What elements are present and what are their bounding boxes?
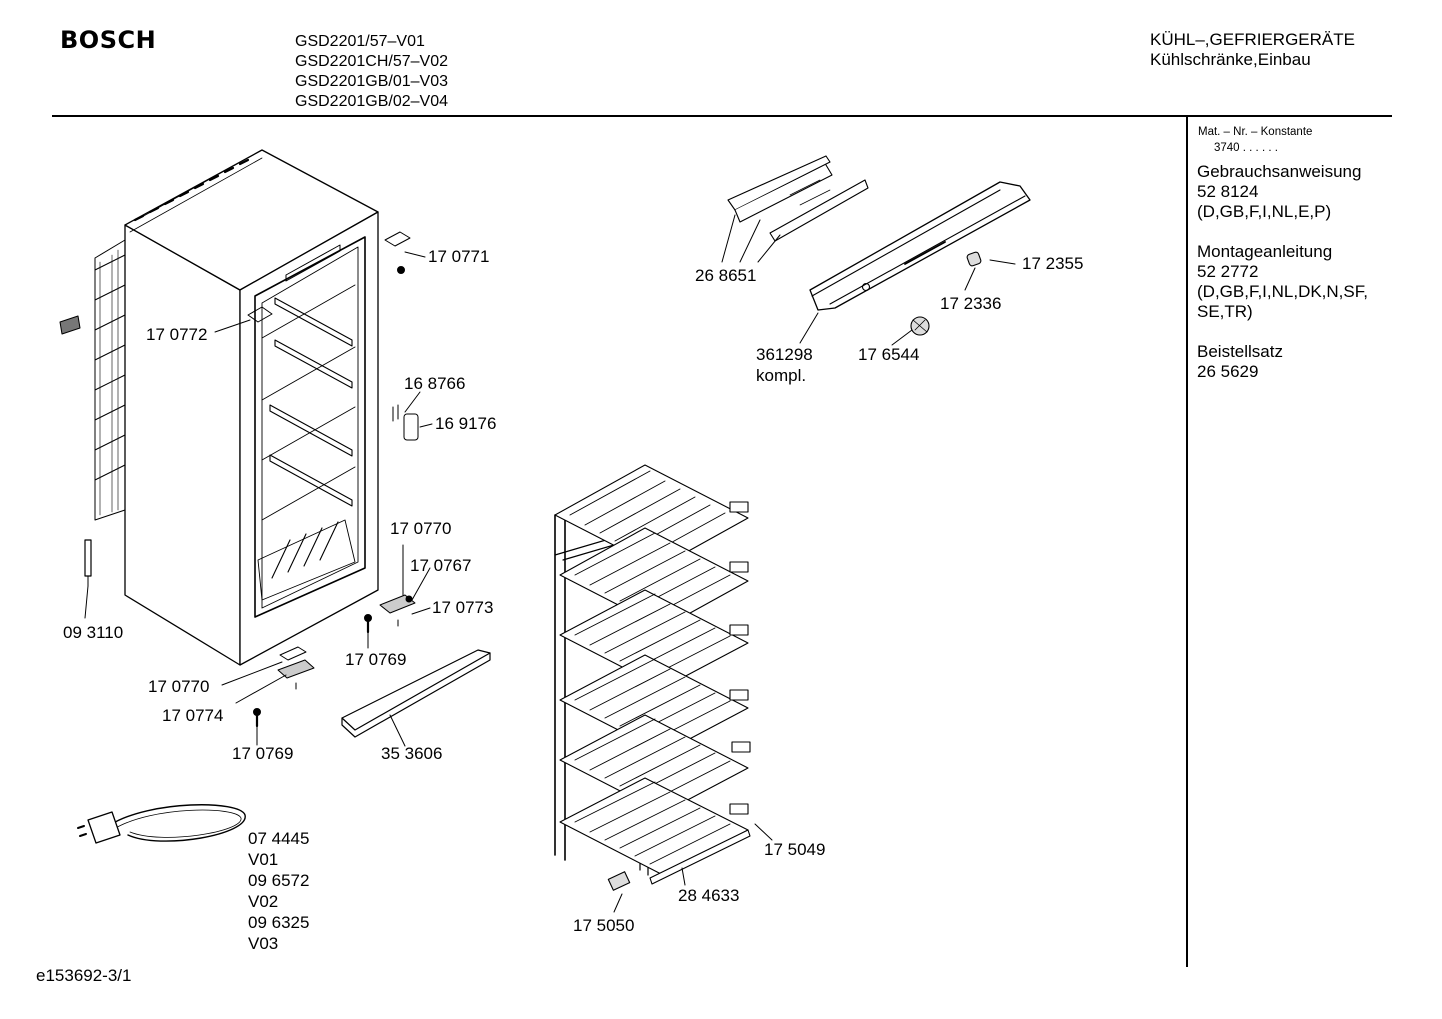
bottom-hinge-parts — [254, 595, 416, 726]
cable-part-item: V02 — [248, 892, 279, 911]
sidebar-divider — [1186, 117, 1188, 967]
leader-lines — [85, 215, 1015, 912]
cable-part-item: 09 6572 — [248, 871, 310, 890]
power-cable — [78, 805, 245, 843]
part-label-284633: 28 4633 — [678, 886, 740, 905]
model-item: GSD2201GB/02–V04 — [295, 93, 448, 110]
cable-part-list: 07 4445 V01 09 6572 V02 09 6325 V03 — [248, 828, 309, 954]
part-label-172336: 17 2336 — [940, 294, 1002, 313]
part-label-093110: 09 3110 — [63, 623, 124, 642]
part-label-170774: 17 0774 — [162, 706, 224, 725]
part-label-170769-upper: 17 0769 — [345, 650, 407, 669]
part-label-170770-lower: 17 0770 — [148, 677, 210, 696]
category-title: KÜHL–,GEFRIERGERÄTE — [1150, 30, 1355, 49]
part-label-175050: 17 5050 — [573, 916, 635, 935]
part-note-kompl: kompl. — [756, 366, 807, 385]
model-item: GSD2201/57–V01 — [295, 33, 425, 50]
cable-part-item: 09 6325 — [248, 913, 310, 932]
part-label-176544: 17 6544 — [858, 345, 920, 364]
manual-title: Gebrauchsanweisung — [1197, 162, 1362, 181]
cable-part-item: 07 4445 — [248, 829, 310, 848]
mounting-block: Montageanleitung 52 2772 (D,GB,F,I,NL,DK… — [1197, 242, 1392, 322]
model-item: GSD2201GB/01–V03 — [295, 73, 448, 90]
control-panel-parts — [728, 156, 1030, 335]
footer-drawing-code: e153692-3/1 — [36, 966, 132, 985]
wire-shelf — [560, 778, 750, 890]
part-label-170767: 17 0767 — [410, 556, 472, 575]
part-label-168766: 16 8766 — [404, 374, 466, 393]
category-block: KÜHL–,GEFRIERGERÄTE Kühlschränke,Einbau — [1150, 30, 1355, 70]
kickplate-353606 — [342, 650, 490, 737]
part-label-170770-upper: 17 0770 — [390, 519, 452, 538]
part-label-170772: 17 0772 — [146, 325, 208, 344]
model-item: GSD2201CH/57–V02 — [295, 53, 448, 70]
kit-block: Beistellsatz 26 5629 — [1197, 342, 1392, 382]
part-label-170771: 17 0771 — [428, 247, 490, 266]
cable-part-item: V03 — [248, 934, 279, 953]
mat-number-value: 3740 . . . . . . — [1214, 142, 1278, 154]
mounting-languages: (D,GB,F,I,NL,DK,N,SF, SE,TR) — [1197, 282, 1368, 321]
manual-block: Gebrauchsanweisung 52 8124 (D,GB,F,I,NL,… — [1197, 162, 1392, 222]
kit-title: Beistellsatz — [1197, 342, 1283, 361]
header-rule — [52, 115, 1392, 117]
cabinet-hinge-details — [60, 232, 418, 586]
mounting-number: 52 2772 — [1197, 262, 1259, 281]
model-list: GSD2201/57–V01 GSD2201CH/57–V02 GSD2201G… — [295, 32, 448, 112]
wire-shelf — [560, 590, 748, 688]
cabinet-condenser-coil — [95, 240, 125, 520]
mat-number-label: Mat. – Nr. – Konstante — [1198, 126, 1313, 138]
kit-number: 26 5629 — [1197, 362, 1259, 381]
manual-number: 52 8124 — [1197, 182, 1259, 201]
category-subtitle: Kühlschränke,Einbau — [1150, 50, 1311, 69]
mounting-title: Montageanleitung — [1197, 242, 1333, 261]
part-label-170769-lower: 17 0769 — [232, 744, 294, 763]
part-label-268651: 26 8651 — [695, 266, 757, 285]
part-number-361298: 361298 — [756, 345, 813, 364]
manual-languages: (D,GB,F,I,NL,E,P) — [1197, 202, 1332, 221]
part-label-169176: 16 9176 — [435, 414, 497, 433]
part-label-170773: 17 0773 — [432, 598, 494, 617]
cable-part-item: V01 — [248, 850, 279, 869]
part-label-361298: 361298 kompl. — [756, 344, 813, 386]
cabinet-body — [125, 150, 378, 665]
brand-logo: BOSCH — [60, 26, 157, 54]
part-label-353606: 35 3606 — [381, 744, 443, 763]
part-label-172355: 17 2355 — [1022, 254, 1084, 273]
part-label-175049: 17 5049 — [764, 840, 826, 859]
cabinet-shelf-rails — [258, 298, 355, 600]
